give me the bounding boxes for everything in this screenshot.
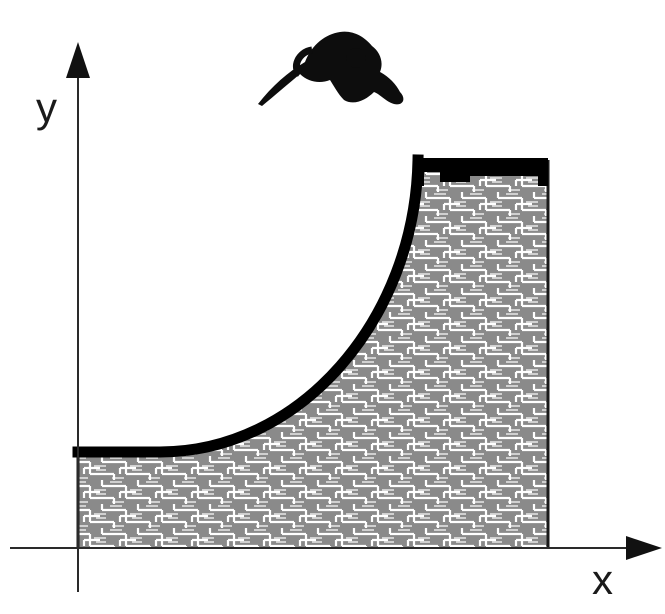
- x-axis-arrow-icon: [626, 536, 662, 560]
- skateboarder-silhouette-icon: [258, 31, 404, 106]
- ramp-surface-curve: [72, 154, 424, 458]
- y-axis-arrow-icon: [66, 42, 90, 78]
- x-axis-label: x: [592, 556, 613, 603]
- ramp-body: [78, 160, 548, 548]
- ramp-deck: [416, 158, 548, 186]
- y-axis-label: y: [36, 84, 57, 131]
